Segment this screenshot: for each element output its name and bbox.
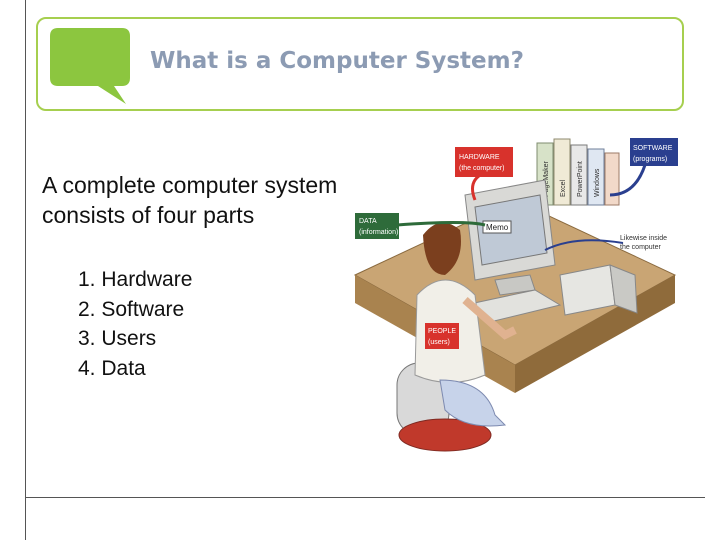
parts-list: 1. Hardware 2. Software 3. Users 4. Data	[78, 265, 192, 383]
speech-bubble-icon	[50, 28, 130, 104]
svg-text:(users): (users)	[428, 339, 450, 346]
book-label: Excel	[560, 179, 567, 197]
svg-text:DATA: DATA	[359, 218, 377, 225]
monitor: Memo	[464, 179, 556, 296]
data-arrow	[396, 221, 486, 227]
intro-text: A complete computer system consists of f…	[42, 172, 338, 228]
software-books: PageMaker Excel PowerPoint Windows	[536, 138, 620, 206]
book-label: PageMaker	[543, 161, 550, 197]
slide-title: What is a Computer System?	[150, 48, 524, 74]
title-frame	[36, 17, 684, 111]
book-label: Windows	[594, 168, 601, 197]
svg-text:(the computer): (the computer)	[459, 165, 505, 172]
svg-text:Likewise inside: Likewise inside	[620, 235, 667, 242]
data-label: DATA (information)	[355, 213, 399, 239]
people-label: PEOPLE (users)	[425, 323, 459, 349]
list-item: 3. Users	[78, 327, 157, 350]
svg-text:HARDWARE: HARDWARE	[459, 154, 500, 161]
bottom-rule	[25, 497, 705, 498]
svg-text:SOFTWARE: SOFTWARE	[633, 145, 673, 152]
list-item: 4. Data	[78, 356, 146, 380]
svg-text:the computer: the computer	[620, 244, 662, 251]
screen-label: Memo	[486, 223, 509, 232]
svg-text:(programs): (programs)	[633, 156, 667, 163]
hardware-label: HARDWARE (the computer)	[455, 147, 513, 177]
software-label: SOFTWARE (programs)	[630, 138, 678, 166]
svg-text:PEOPLE: PEOPLE	[428, 328, 456, 335]
left-rule	[25, 0, 26, 540]
svg-text:(information): (information)	[359, 229, 398, 236]
software-arrow	[609, 164, 647, 197]
printer	[559, 264, 638, 316]
book-label: PowerPoint	[577, 161, 584, 197]
list-item: 2. Software	[78, 297, 185, 321]
caption-arrow	[544, 239, 624, 251]
list-item: 1. Hardware	[78, 268, 193, 291]
caption-label: Likewise inside the computer	[620, 235, 667, 251]
computer-system-illustration: PageMaker Excel PowerPoint Windows Memo …	[353, 138, 678, 452]
